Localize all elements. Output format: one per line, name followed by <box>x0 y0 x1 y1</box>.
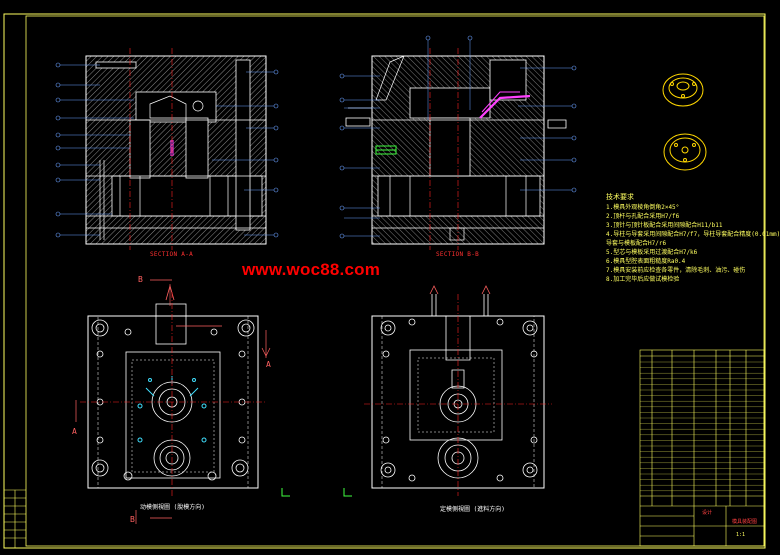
note-item: 1.模具外观棱角倒角2×45° <box>606 204 680 211</box>
parts-list-rows <box>640 361 764 491</box>
note-item: 导套与模板配合H7/r6 <box>606 240 667 247</box>
title-block-drawing-name: 模具装配图 <box>732 519 758 525</box>
note-item: 6.模具型腔表面粗糙度Ra0.4 <box>606 258 686 265</box>
technical-requirements-list: 1.模具外观棱角倒角2×45° 2.顶杆与孔配合采用H7/f6 3.顶针与顶针板… <box>606 202 780 283</box>
section-b-b-label: SECTION B-B <box>436 251 480 258</box>
note-item: 7.模具安装前应检查各零件，清除毛刺、油污、碰伤 <box>606 267 746 274</box>
section-marker-b-top: B <box>138 275 143 284</box>
note-item: 3.顶针与顶针板配合采用间隙配合H11/b11 <box>606 222 723 229</box>
note-item: 4.导柱与导套采用间隙配合H7/f7，导柱导套配合精度(0.01mm) <box>606 231 780 238</box>
section-marker-a-right: A <box>266 360 271 369</box>
note-item: 2.顶杆与孔配合采用H7/f6 <box>606 213 680 220</box>
moving-half-plan-view <box>75 279 271 524</box>
title-block-design: 设计 <box>702 510 713 516</box>
section-marker-b-bottom: B <box>130 515 135 524</box>
moving-half-view-title: 动模側視圖 (脫模方向) <box>140 504 205 511</box>
parts-list-table <box>639 349 765 547</box>
fixed-half-view-title: 定模側視圖 (進料方向) <box>440 506 505 513</box>
section-marker-a-left: A <box>72 427 77 436</box>
note-item: 8.加工完毕后应做试模检验 <box>606 276 680 283</box>
product-part-top <box>662 73 704 107</box>
title-block-scale: 1:1 <box>736 532 746 538</box>
drawing-frame <box>3 13 766 549</box>
technical-requirements-title: 技术要求 <box>606 193 634 201</box>
product-part-bottom <box>663 133 707 171</box>
section-a-a-view <box>55 48 279 250</box>
section-a-a-label: SECTION A-A <box>150 251 194 258</box>
fixed-half-plan-view <box>281 285 552 497</box>
section-b-b-view <box>339 35 577 250</box>
watermark: www.woc88.com <box>242 260 381 279</box>
note-item: 5.型芯与模板采用过渡配合H7/k6 <box>606 249 698 256</box>
